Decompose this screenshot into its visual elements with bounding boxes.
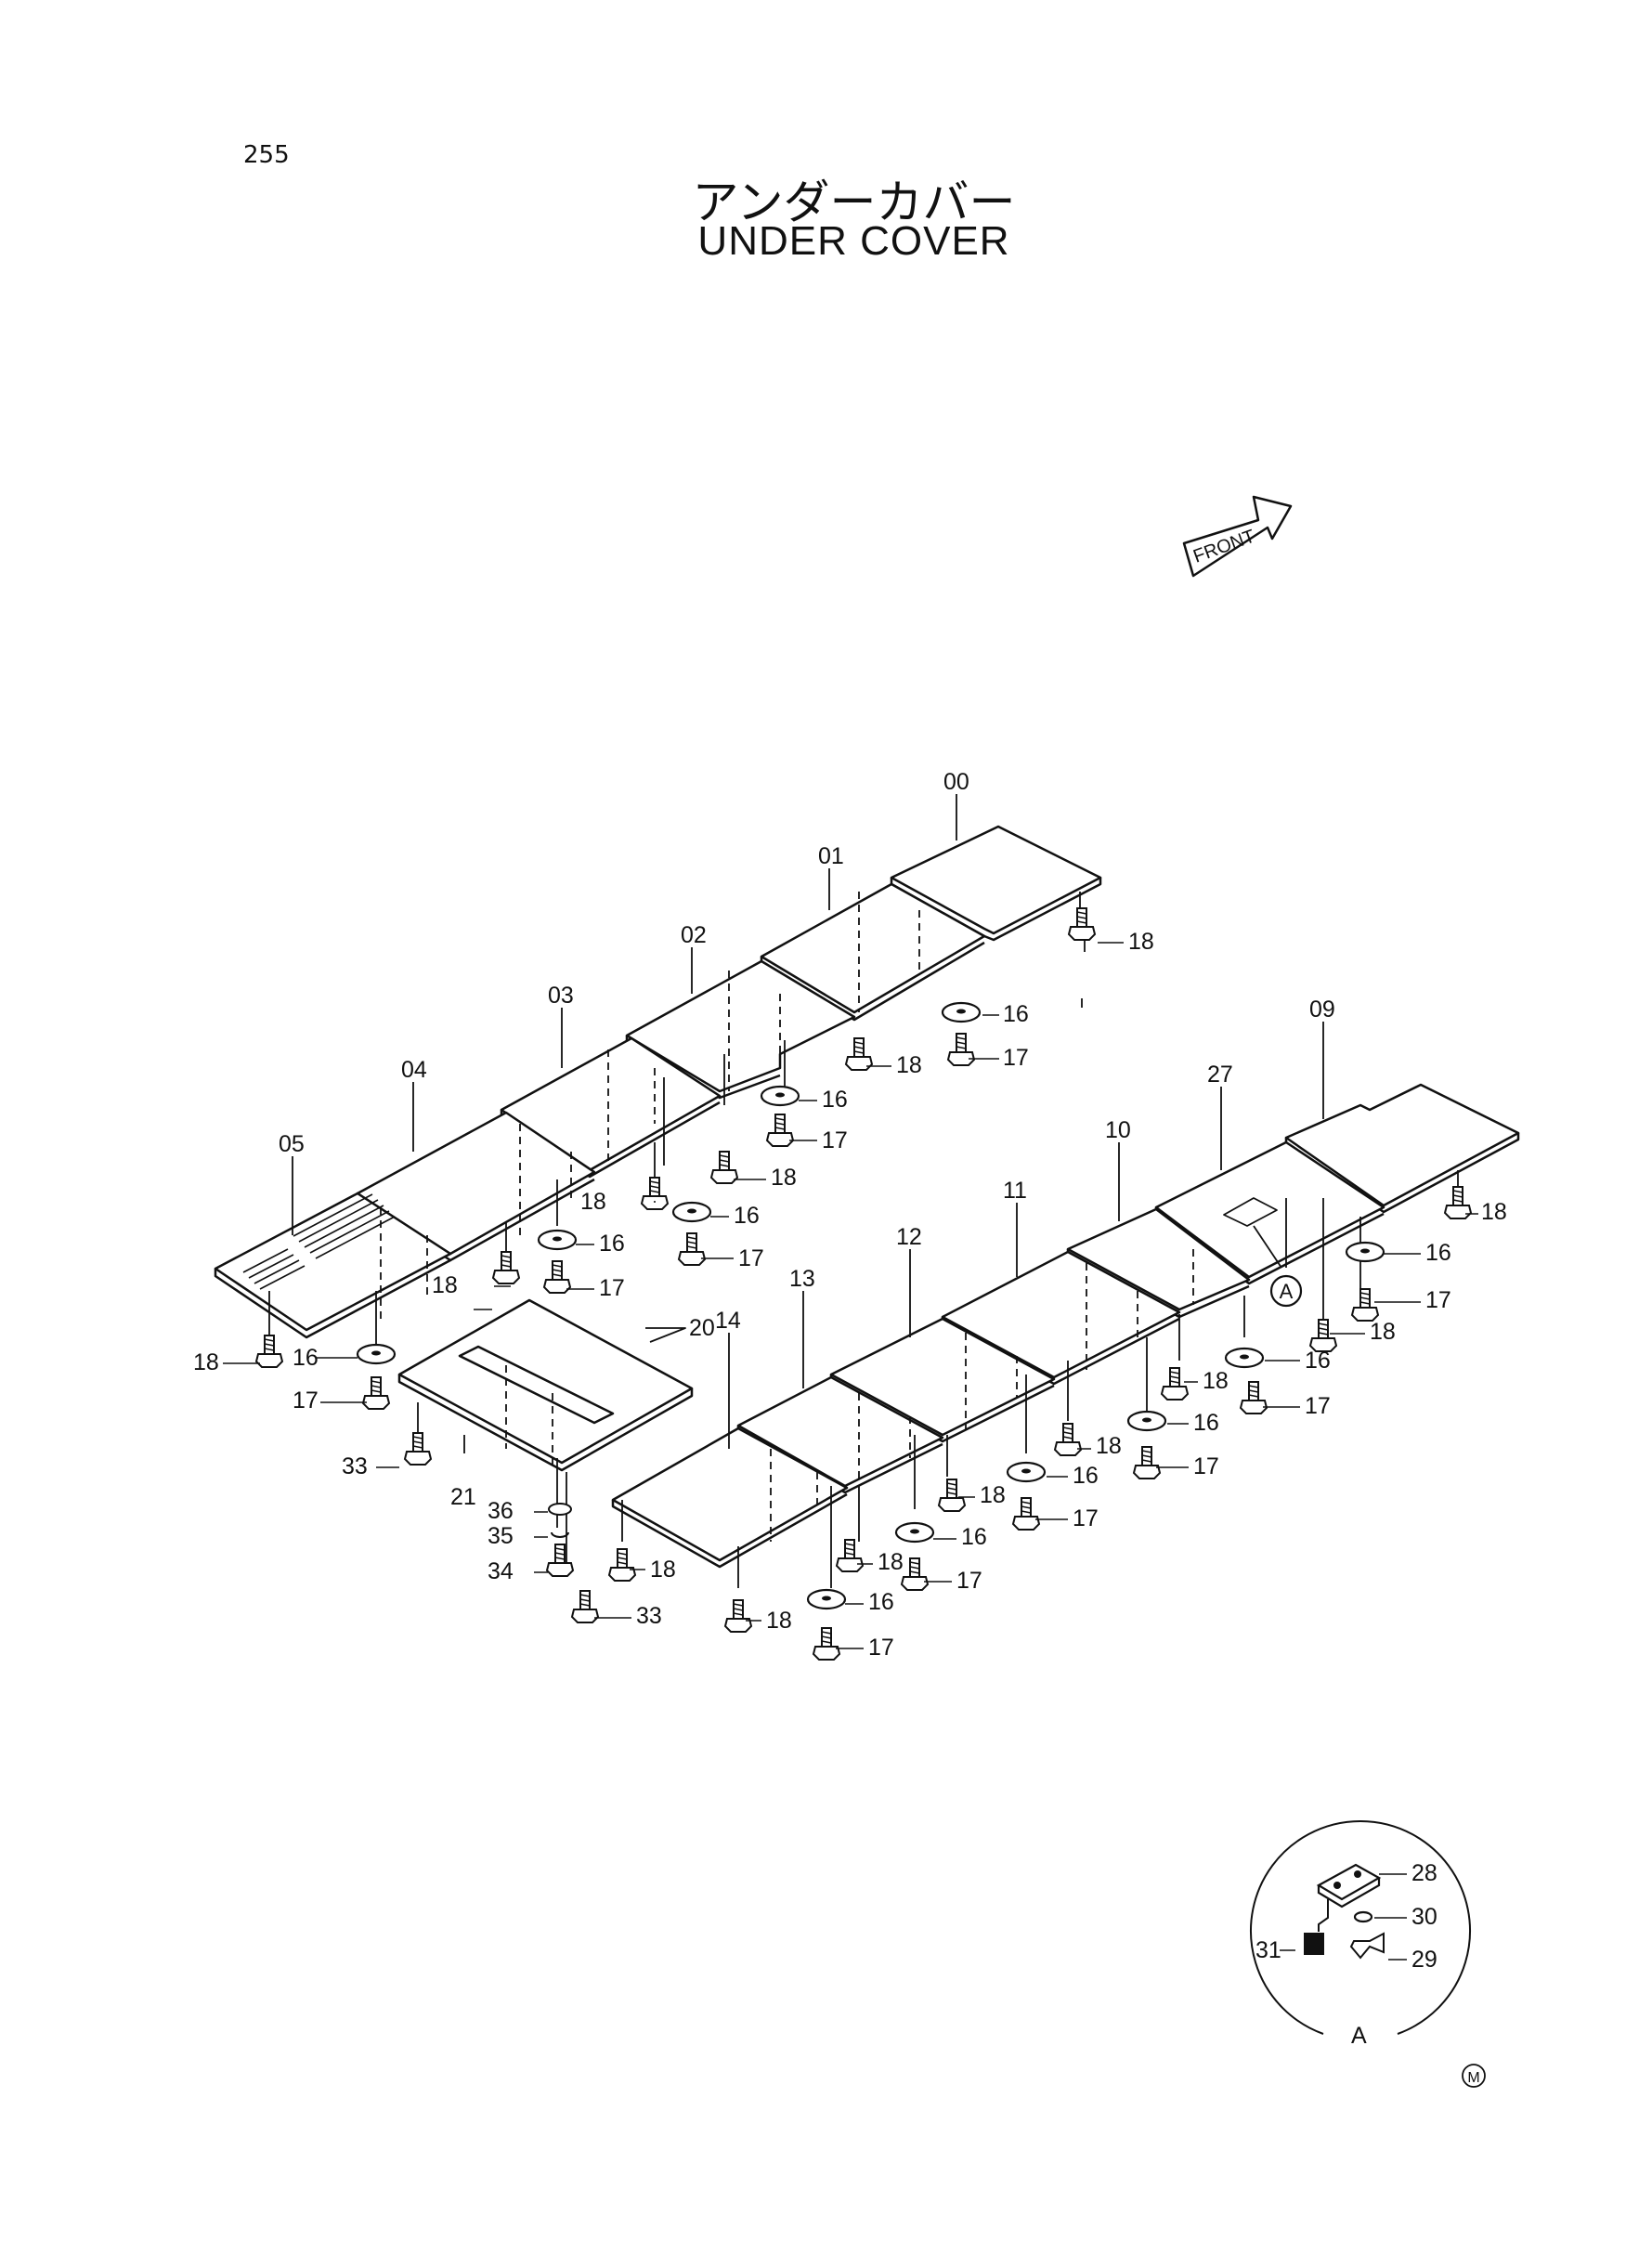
callout-label: 18	[896, 1052, 922, 1078]
callout-label: 14	[715, 1308, 741, 1334]
callout-label: 16	[1003, 1001, 1029, 1027]
callout-label: 16	[1425, 1240, 1451, 1266]
m-mark-letter: M	[1467, 2070, 1479, 2086]
callout-label: 29	[1411, 1947, 1437, 1973]
callout-label: 33	[636, 1603, 662, 1629]
callout-label: 20	[689, 1315, 715, 1341]
callout-label: 12	[896, 1224, 922, 1250]
panel-05	[214, 1188, 452, 1339]
callout-label: 17	[1073, 1505, 1099, 1531]
callout-label: 21	[450, 1484, 476, 1510]
page-number: 255	[243, 141, 290, 169]
front-arrow-icon: FRONT	[1182, 495, 1293, 578]
callout-label: 16	[1193, 1410, 1219, 1436]
callout-label: 16	[734, 1203, 760, 1229]
callout-label: 18	[878, 1549, 904, 1575]
callout-label: 28	[1411, 1860, 1437, 1886]
callout-label: 35	[488, 1523, 514, 1549]
callout-label: 16	[599, 1231, 625, 1257]
callout-label: 18	[1096, 1433, 1122, 1459]
detail-a-label: A	[1351, 2023, 1367, 2049]
callout-label: 10	[1105, 1117, 1131, 1143]
callout-label: 17	[1425, 1287, 1451, 1313]
detail-a-marker: A	[1269, 1274, 1303, 1308]
callout-label: 09	[1309, 997, 1335, 1023]
callout-label: 17	[738, 1245, 764, 1271]
callout-label: 18	[1481, 1199, 1507, 1225]
callout-label: 30	[1411, 1904, 1437, 1930]
callout-label: 16	[961, 1524, 987, 1550]
callout-label: 18	[193, 1349, 219, 1375]
callout-label: 36	[488, 1498, 514, 1524]
callout-label: 16	[868, 1589, 894, 1615]
callout-label: 18	[771, 1165, 797, 1191]
callout-label: 33	[342, 1453, 368, 1479]
callout-label: 17	[1305, 1393, 1331, 1419]
callout-label: 03	[548, 983, 574, 1009]
callout-label: 34	[488, 1558, 514, 1584]
detail-a-inset	[1250, 1820, 1471, 2035]
hardware	[255, 907, 1472, 1661]
callout-label: 01	[818, 843, 844, 869]
callout-label: 16	[822, 1087, 848, 1113]
callout-label: 18	[650, 1557, 676, 1583]
title-japanese: アンダーカバー	[692, 176, 1016, 229]
callout-label: 17	[1003, 1045, 1029, 1071]
callout-label: 17	[293, 1388, 319, 1414]
panel-14	[611, 1427, 849, 1569]
callout-label: 00	[943, 769, 969, 795]
callout-label: 05	[279, 1131, 305, 1157]
callout-labels: 00 01 02 03 04 05 09 27 10 11 12 13 14 2…	[193, 769, 1507, 2049]
callout-label: 18	[766, 1608, 792, 1634]
callout-label: 18	[1203, 1368, 1229, 1394]
panel-20-21	[397, 1298, 694, 1472]
callout-label: 18	[580, 1189, 606, 1215]
callout-label: 18	[432, 1272, 458, 1298]
callout-label: 18	[1370, 1319, 1396, 1345]
callout-label: 16	[293, 1345, 319, 1371]
callout-label: 18	[980, 1482, 1006, 1508]
callout-label: 04	[401, 1057, 427, 1083]
callout-label: 11	[1003, 1178, 1027, 1204]
title-english: UNDER COVER	[697, 218, 1010, 264]
callout-label: 17	[868, 1635, 894, 1661]
m-mark: M	[1462, 2064, 1486, 2088]
callout-label: 27	[1207, 1062, 1233, 1088]
callout-label: 16	[1073, 1463, 1099, 1489]
callout-label: 17	[956, 1568, 982, 1594]
callout-label: 16	[1305, 1348, 1331, 1374]
callout-label: 17	[599, 1275, 625, 1301]
callout-label: 17	[1193, 1453, 1219, 1479]
detail-marker-letter: A	[1280, 1280, 1294, 1303]
callout-label: 18	[1128, 929, 1154, 955]
callout-label: 02	[681, 922, 707, 948]
callout-label: 13	[789, 1266, 815, 1292]
leader-lines	[268, 794, 1459, 1588]
callout-label: 31	[1255, 1937, 1281, 1963]
callout-label: 17	[822, 1127, 848, 1153]
